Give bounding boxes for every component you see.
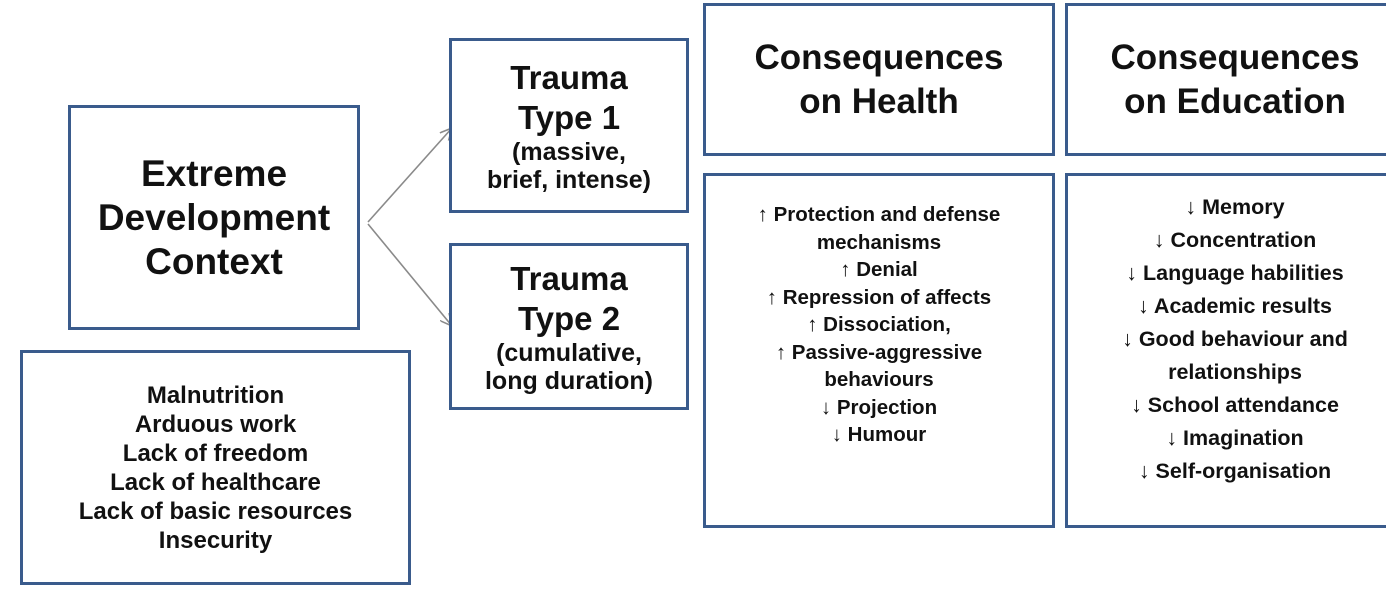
education-consequence-item: ↓ Imagination (1166, 426, 1304, 450)
consequences-education-list-box: ↓ Memory ↓ Concentration ↓ Language habi… (1065, 173, 1386, 528)
context-line: Extreme (140, 152, 288, 194)
education-consequence-item: ↓ Concentration (1153, 228, 1317, 252)
trauma-type-1-title: Trauma (510, 58, 628, 96)
health-heading-line: on Health (799, 81, 959, 121)
factor-item: Lack of freedom (122, 439, 309, 467)
education-consequence-item: relationships (1168, 360, 1302, 384)
arrow-to-trauma-type-1 (367, 128, 452, 223)
health-consequence-item: ↑ Dissociation, (807, 313, 951, 336)
education-consequence-item: ↓ Academic results (1138, 294, 1332, 318)
education-consequence-item: ↓ Good behaviour and (1122, 327, 1348, 351)
health-consequence-item: ↑ Denial (840, 258, 918, 281)
education-consequence-item: ↓ Language habilities (1126, 261, 1344, 285)
trauma-type-1-box: Trauma Type 1 (massive, brief, intense) (449, 38, 689, 213)
education-consequence-item: ↓ Memory (1185, 195, 1285, 219)
factor-item: Insecurity (158, 526, 273, 554)
education-consequence-item: ↓ Self-organisation (1138, 459, 1332, 483)
context-line: Context (145, 240, 283, 282)
education-heading-line: on Education (1124, 81, 1346, 121)
health-consequence-item: behaviours (824, 368, 934, 391)
extreme-development-context-box: Extreme Development Context (68, 105, 360, 330)
health-consequence-item: ↑ Passive-aggressive (775, 340, 983, 364)
factor-item: Lack of healthcare (110, 468, 321, 496)
consequences-health-list-box: ↑ Protection and defense mechanisms ↑ De… (703, 173, 1055, 528)
education-consequence-item: ↓ School attendance (1131, 393, 1339, 417)
consequences-education-heading-box: Consequences on Education (1065, 3, 1386, 156)
health-consequence-item: mechanisms (816, 230, 942, 254)
trauma-type-1-description: brief, intense) (487, 165, 651, 194)
trauma-type-2-box: Trauma Type 2 (cumulative, long duration… (449, 243, 689, 410)
health-consequence-item: ↓ Humour (831, 423, 927, 446)
factor-item: Arduous work (134, 410, 297, 438)
consequences-health-heading-box: Consequences on Health (703, 3, 1055, 156)
factor-item: Lack of basic resources (78, 497, 353, 525)
trauma-type-2-description: (cumulative, (496, 338, 642, 367)
factor-item: Malnutrition (146, 381, 285, 409)
context-factors-box: Malnutrition Arduous work Lack of freedo… (20, 350, 411, 585)
trauma-type-1-description: (massive, (512, 137, 626, 166)
education-heading-line: Consequences (1110, 37, 1360, 77)
trauma-type-2-title: Type 2 (517, 299, 621, 337)
context-line: Development (97, 196, 331, 238)
health-heading-line: Consequences (754, 37, 1004, 77)
health-consequence-item: ↑ Repression of affects (766, 285, 992, 309)
trauma-type-1-title: Type 1 (517, 98, 621, 136)
health-consequence-item: ↑ Protection and defense (757, 203, 1001, 226)
trauma-type-2-description: long duration) (484, 366, 654, 395)
health-consequence-item: ↓ Projection (820, 395, 938, 419)
trauma-type-2-title: Trauma (510, 259, 628, 297)
arrow-to-trauma-type-2 (367, 223, 452, 326)
